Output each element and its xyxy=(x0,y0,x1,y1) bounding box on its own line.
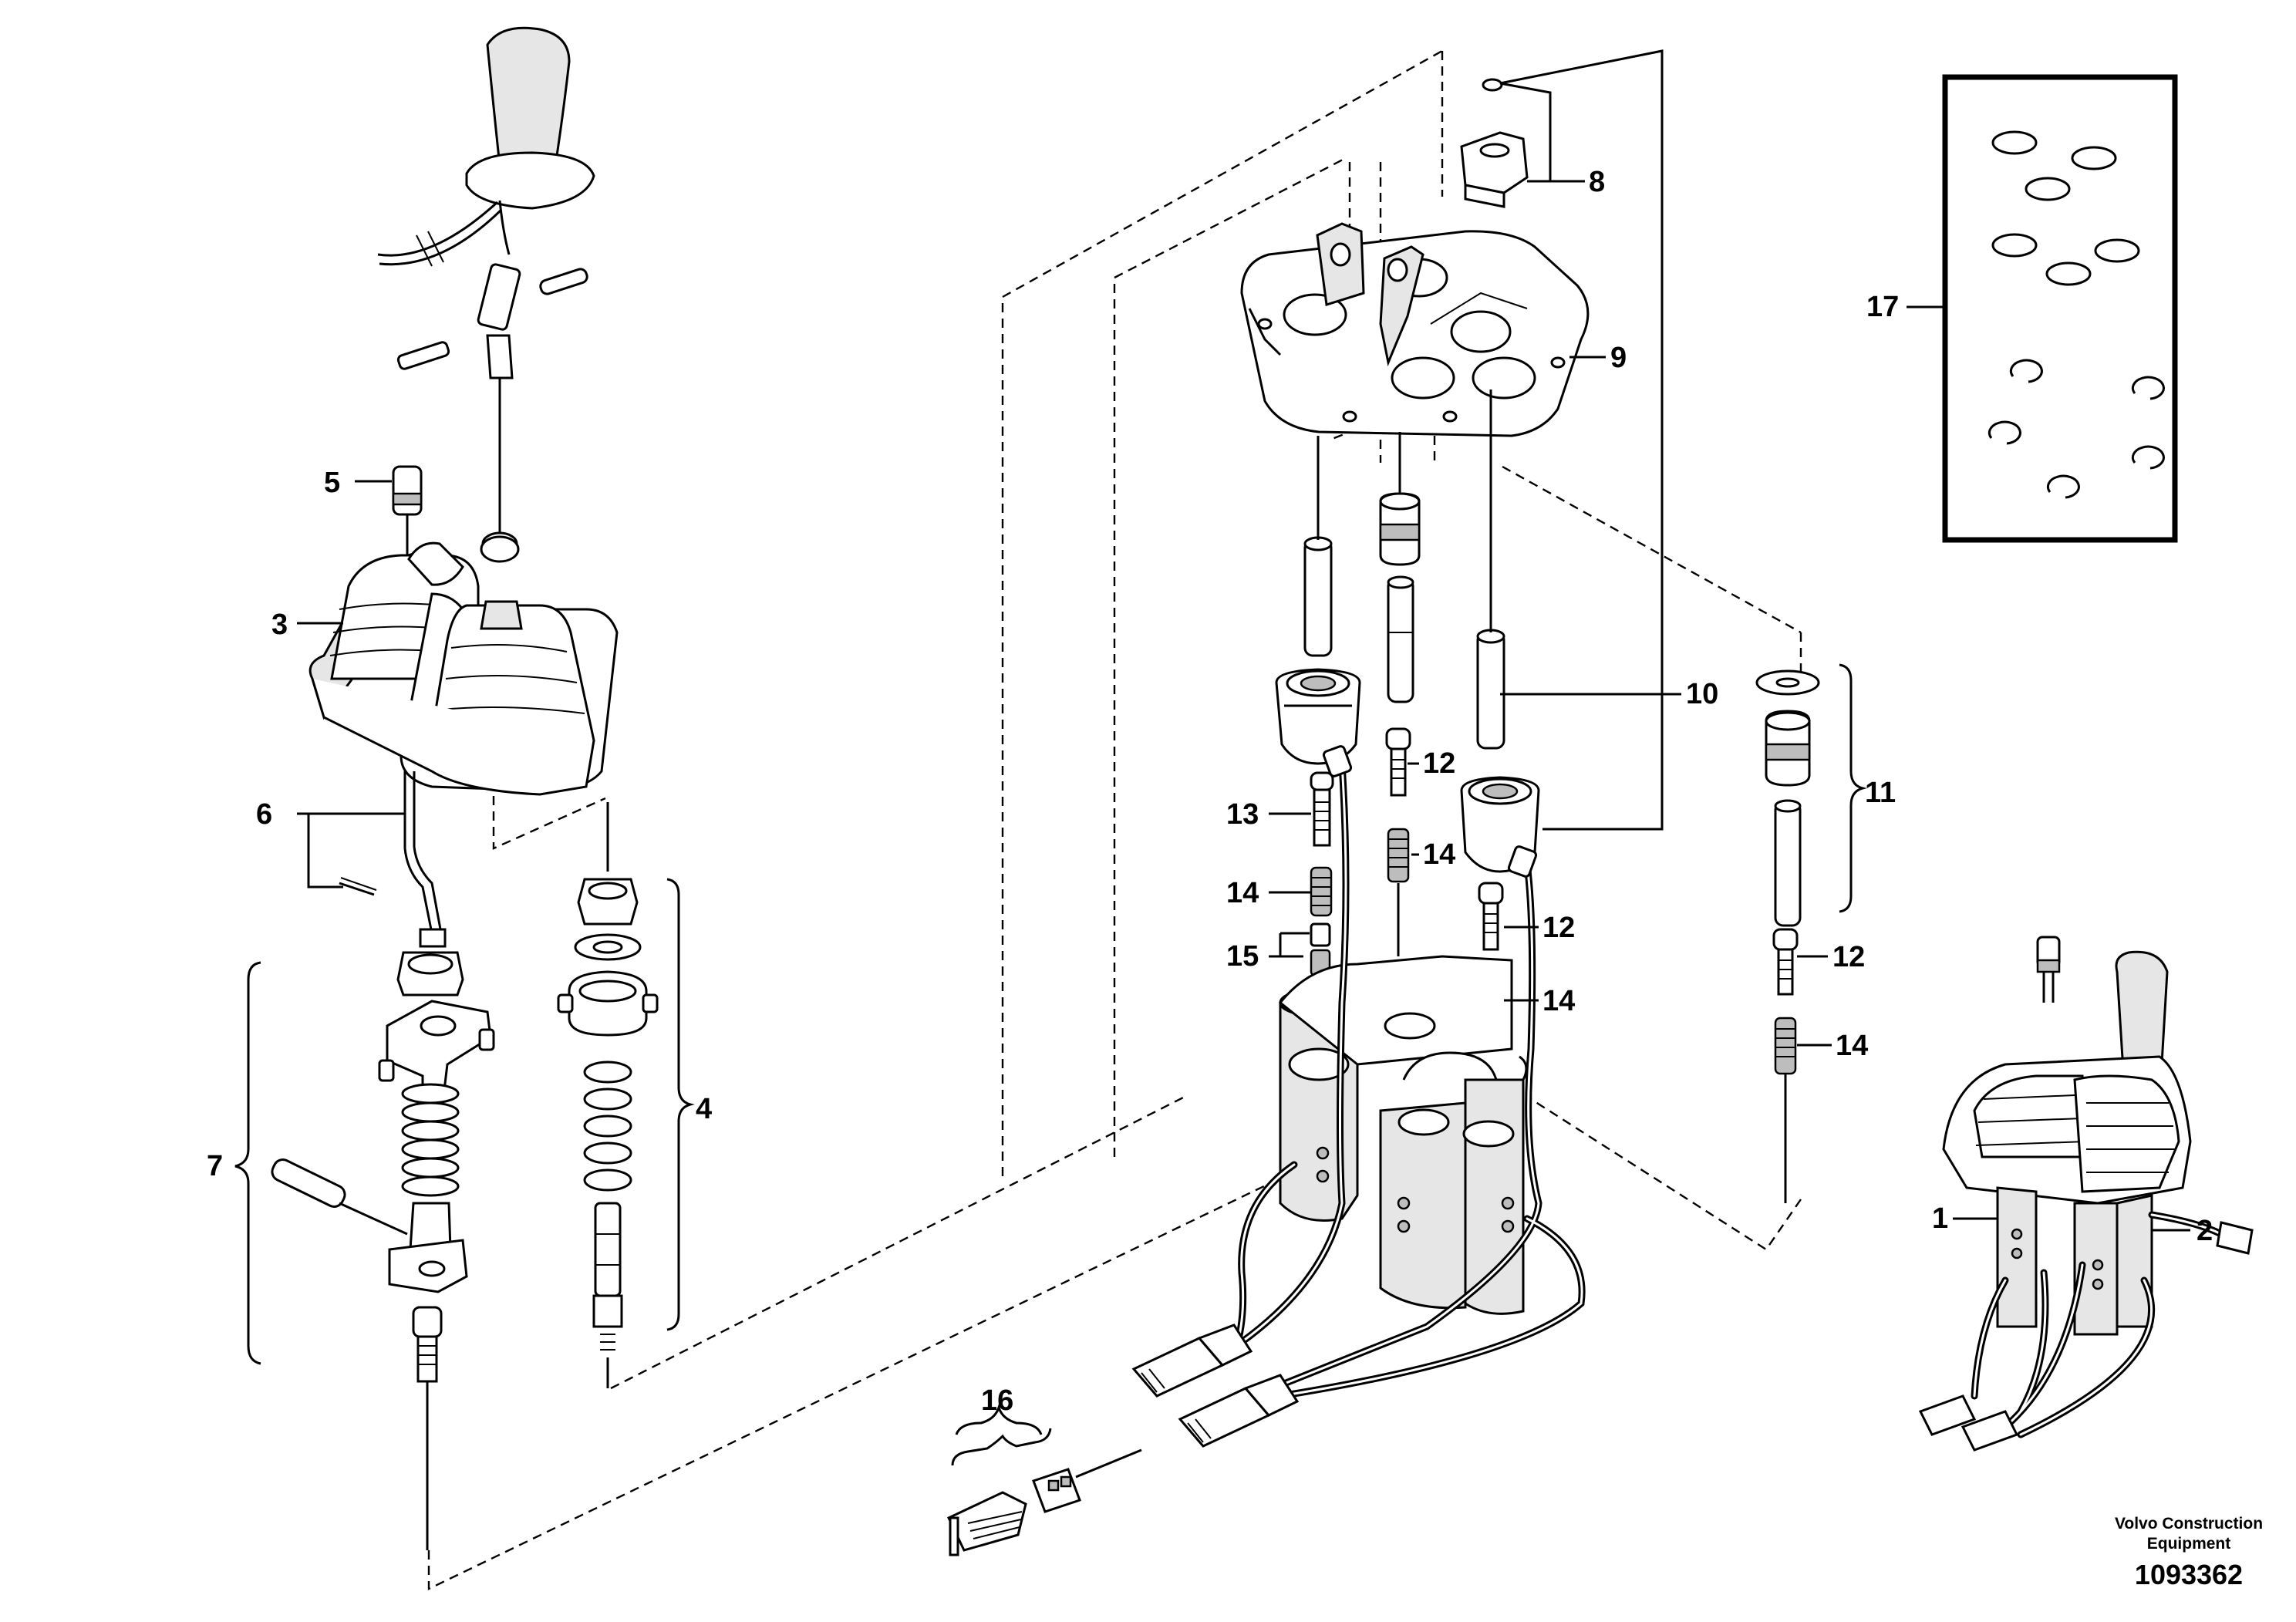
oring-8 xyxy=(1482,78,1503,92)
handle-shaft xyxy=(396,263,588,532)
callouts: 5 3 6 7 4 8 9 10 11 12 12 12 13 14 14 14… xyxy=(207,166,2213,1417)
callout-12-c: 12 xyxy=(1832,941,1865,973)
guide-lines xyxy=(427,49,1802,1590)
callout-13: 13 xyxy=(1226,798,1259,831)
connector-16 xyxy=(946,1428,1142,1556)
assembled-view xyxy=(1918,936,2254,1452)
callout-16: 16 xyxy=(981,1384,1013,1417)
screw-12-c xyxy=(1772,928,1799,996)
callout-14-a: 14 xyxy=(1226,877,1259,909)
callout-7: 7 xyxy=(207,1150,223,1182)
spring-stack-7 xyxy=(401,1083,460,1197)
plunger-center xyxy=(1387,575,1414,703)
right-stack-11 xyxy=(1755,669,1820,927)
credit-line-1: Volvo Construction xyxy=(2115,1515,2263,1533)
spring-14-a xyxy=(1310,866,1333,917)
spring-14-d xyxy=(1774,1017,1797,1203)
screw-7 xyxy=(412,1306,443,1550)
block-7 xyxy=(388,1202,468,1293)
callout-12-b: 12 xyxy=(1542,912,1575,944)
callout-17: 17 xyxy=(1866,291,1899,323)
callout-14-b: 14 xyxy=(1423,838,1455,871)
switch-button-5 xyxy=(392,465,423,559)
cap-15 xyxy=(1310,922,1331,976)
spring-13 xyxy=(1310,771,1334,847)
joystick-handle xyxy=(377,26,595,267)
seal-left xyxy=(1275,668,1361,765)
credit-line-2: Equipment xyxy=(2147,1535,2231,1553)
plate-9 xyxy=(1240,222,1590,437)
harness xyxy=(1234,745,1586,1400)
callout-12-a: 12 xyxy=(1423,747,1455,780)
brace-11 xyxy=(1839,663,1867,913)
screw-12-b xyxy=(1478,882,1504,951)
connector-lower xyxy=(1178,1374,1300,1448)
callout-15: 15 xyxy=(1226,940,1259,973)
plunger-left xyxy=(1303,436,1333,657)
stack-4 xyxy=(557,802,659,1388)
boot-ring xyxy=(480,535,520,563)
callout-14-c: 14 xyxy=(1542,985,1575,1017)
nut-6 xyxy=(396,951,464,996)
guide-center xyxy=(1379,432,1421,566)
connector-upper xyxy=(1131,1324,1253,1398)
brace-7 xyxy=(234,961,261,1365)
spring-14-b xyxy=(1387,828,1410,956)
callout-1: 1 xyxy=(1932,1202,1948,1235)
callout-8: 8 xyxy=(1589,166,1605,198)
bracket-8 xyxy=(1460,131,1529,208)
plunger-right xyxy=(1476,389,1505,750)
callout-14-d: 14 xyxy=(1836,1030,1868,1062)
bracket-7 xyxy=(378,1000,495,1104)
callout-4: 4 xyxy=(696,1093,712,1125)
callout-2: 2 xyxy=(2197,1215,2213,1247)
callout-10: 10 xyxy=(1686,678,1718,710)
credit-block: Volvo Construction Equipment 1093362 xyxy=(2115,1515,2263,1590)
screw-12-a xyxy=(1385,727,1411,797)
callout-5: 5 xyxy=(324,467,340,499)
kit-box-17 xyxy=(1942,74,2178,543)
callout-11: 11 xyxy=(1865,777,1896,809)
rubber-boot-3 xyxy=(308,541,619,796)
brace-4 xyxy=(666,878,695,1331)
callout-6: 6 xyxy=(256,798,272,831)
document-number: 1093362 xyxy=(2135,1559,2243,1590)
callout-3: 3 xyxy=(271,609,288,641)
callout-9: 9 xyxy=(1610,342,1627,374)
pin-7 xyxy=(271,1158,408,1236)
leader-lines xyxy=(297,49,2190,1435)
rod-6 xyxy=(339,771,447,948)
